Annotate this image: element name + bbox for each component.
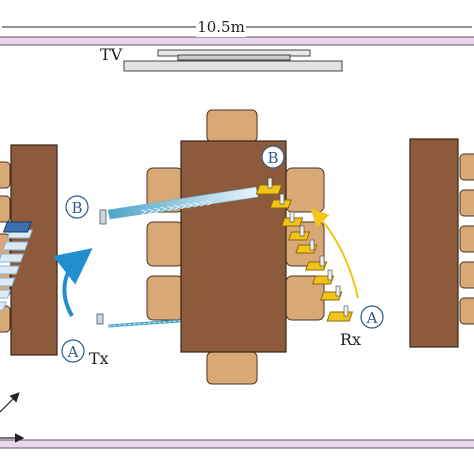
beam-tx-a bbox=[107, 319, 181, 328]
center-table bbox=[146, 109, 325, 385]
tv-stand bbox=[123, 60, 343, 72]
tx-marker-b-label: B bbox=[71, 199, 82, 217]
width-label: 10.5m bbox=[197, 18, 245, 36]
rx-marker-a: A bbox=[360, 305, 384, 329]
rx-marker-b: B bbox=[261, 145, 285, 169]
rx-marker-a-label: A bbox=[366, 309, 378, 327]
rx-label: Rx bbox=[340, 330, 361, 349]
tx-label: Tx bbox=[89, 349, 109, 368]
receiver-antenna-stack bbox=[255, 177, 354, 322]
coordinate-axes bbox=[0, 392, 25, 443]
transmitter-motion-arrow bbox=[53, 248, 93, 317]
width-dimension: 10.5m bbox=[2, 17, 472, 37]
bottom-wall bbox=[0, 439, 474, 449]
right-table bbox=[409, 138, 474, 348]
receiver-motion-arrow bbox=[310, 208, 359, 299]
top-wall bbox=[0, 36, 474, 46]
rx-marker-b-label: B bbox=[267, 149, 278, 167]
tx-marker-a: A bbox=[61, 339, 85, 363]
tv-label: TV bbox=[100, 45, 123, 64]
transmitter-antenna-stack bbox=[0, 209, 107, 325]
tx-marker-a-label: A bbox=[67, 343, 79, 361]
tv: TV bbox=[100, 45, 343, 72]
receiver-trajectory bbox=[255, 177, 359, 322]
tx-marker-b: B bbox=[65, 195, 89, 219]
transmitter-trajectory bbox=[0, 209, 107, 325]
